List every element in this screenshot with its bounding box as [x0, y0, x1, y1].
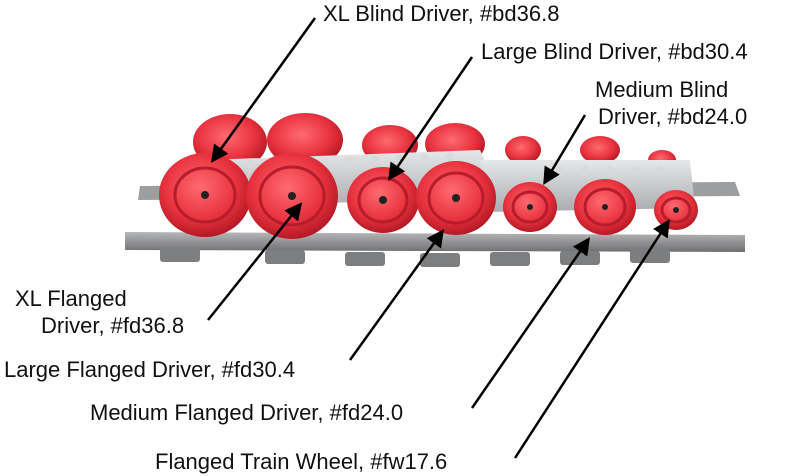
- label-flanged-train-wheel: Flanged Train Wheel, #fw17.6: [155, 449, 448, 474]
- arrow-xl-flanged: [207, 202, 303, 321]
- label-medium-blind-line1: Medium Blind: [595, 77, 729, 102]
- label-medium-flanged-driver: Medium Flanged Driver, #fd24.0: [90, 400, 404, 425]
- medium-flanged-driver-wheel: [503, 182, 557, 232]
- front-wheels: [159, 153, 698, 239]
- flanged-train-wheel: [654, 190, 698, 230]
- label-large-blind-driver: Large Blind Driver, #bd30.4: [481, 39, 748, 64]
- arrow-xl-blind: [210, 17, 317, 163]
- arrow-large-blind: [388, 56, 474, 181]
- blind-driver-wheel-1: [347, 167, 419, 233]
- xl-flanged-driver-wheel: [159, 153, 251, 237]
- arrow-large-flanged: [348, 229, 445, 361]
- label-medium-blind-driver: Medium Blind Driver, #bd24.0: [595, 76, 747, 130]
- blind-driver-wheel-2: [416, 161, 496, 235]
- pointer-arrows: [207, 17, 670, 459]
- label-medium-blind-line2: Driver, #bd24.0: [598, 104, 748, 129]
- medium-driver-wheel: [574, 179, 636, 235]
- arrow-medium-flanged: [470, 237, 590, 409]
- label-xl-blind-driver: XL Blind Driver, #bd36.8: [323, 1, 560, 26]
- arrow-medium-blind: [543, 114, 587, 186]
- label-xl-flanged-line1: XL Flanged: [15, 286, 127, 311]
- label-xl-flanged-line2: Driver, #fd36.8: [41, 313, 185, 338]
- large-flanged-driver-wheel: [246, 153, 338, 239]
- label-xl-flanged-driver: XL Flanged Driver, #fd36.8: [15, 285, 184, 339]
- label-large-flanged-driver: Large Flanged Driver, #fd30.4: [4, 357, 296, 382]
- arrow-flanged-train: [513, 219, 670, 459]
